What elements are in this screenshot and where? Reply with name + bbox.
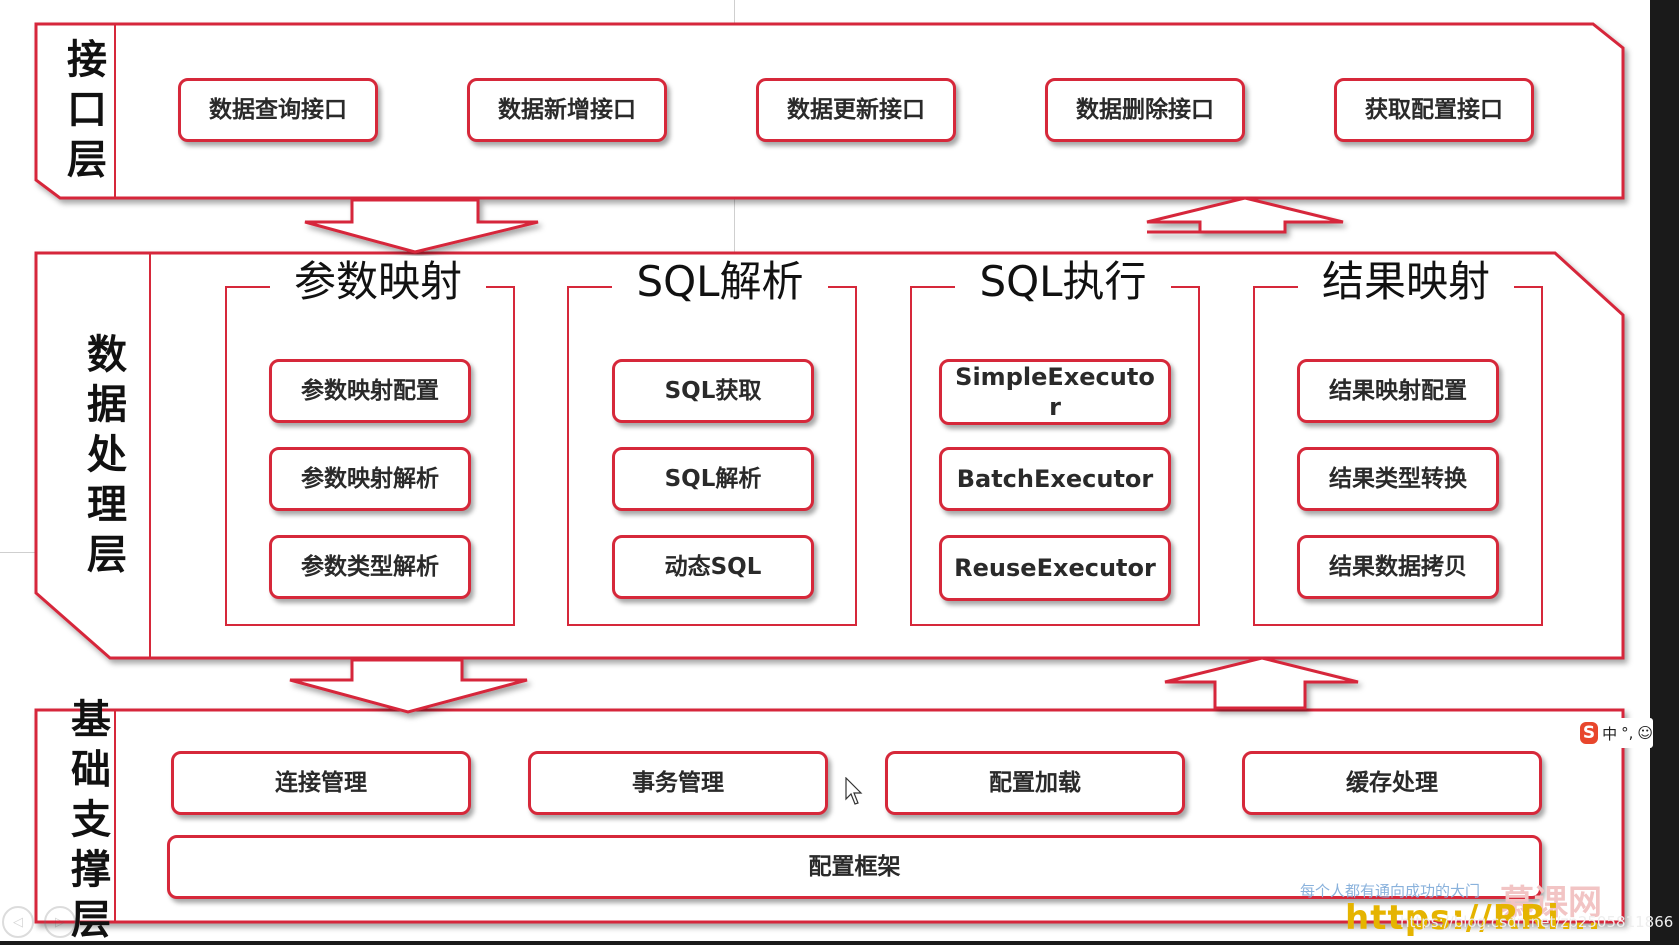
- ime-emoji-icon[interactable]: ☺: [1637, 724, 1653, 742]
- result-mapping-title: 结果映射: [1298, 256, 1514, 308]
- sql-parse[interactable]: SQL解析: [612, 447, 814, 511]
- result-mapping-config[interactable]: 结果映射配置: [1297, 359, 1499, 423]
- sogou-logo-icon[interactable]: S: [1580, 722, 1599, 744]
- result-data-copy[interactable]: 结果数据拷贝: [1297, 535, 1499, 599]
- param-mapping-title: 参数映射: [270, 256, 486, 308]
- connection-management[interactable]: 连接管理: [171, 751, 471, 815]
- transaction-management[interactable]: 事务管理: [528, 751, 828, 815]
- param-mapping-parse[interactable]: 参数映射解析: [269, 447, 471, 511]
- batch-executor[interactable]: BatchExecutor: [939, 447, 1171, 511]
- data-insert-interface[interactable]: 数据新增接口: [467, 78, 667, 142]
- watermark-slogan: 每个人都有通向成功的大门: [1300, 882, 1481, 900]
- sql-execute-title: SQL执行: [955, 256, 1171, 308]
- get-config-interface[interactable]: 获取配置接口: [1334, 78, 1534, 142]
- config-framework[interactable]: 配置框架: [167, 835, 1542, 899]
- data-query-interface[interactable]: 数据查询接口: [178, 78, 378, 142]
- arrow-down-1: [304, 198, 539, 254]
- data-update-interface[interactable]: 数据更新接口: [756, 78, 956, 142]
- processing-layer-label: 数据处理层: [87, 332, 127, 578]
- ime-toolbar[interactable]: S 中 °, ☺: [1577, 718, 1653, 748]
- ime-punct-toggle[interactable]: °,: [1621, 724, 1634, 742]
- watermark-url: https://RRi...: [1345, 898, 1602, 938]
- param-mapping-config[interactable]: 参数映射配置: [269, 359, 471, 423]
- previous-icon[interactable]: ◁: [2, 906, 34, 938]
- simple-executor[interactable]: SimpleExecutor: [939, 359, 1171, 425]
- config-loading[interactable]: 配置加载: [885, 751, 1185, 815]
- next-icon[interactable]: ▷: [44, 906, 76, 938]
- sql-fetch[interactable]: SQL获取: [612, 359, 814, 423]
- playback-controls[interactable]: ◁ ▷: [2, 906, 76, 938]
- result-type-convert[interactable]: 结果类型转换: [1297, 447, 1499, 511]
- watermark-brand: 慕课网: [1500, 883, 1602, 923]
- arrow-down-2: [289, 658, 528, 714]
- dynamic-sql[interactable]: 动态SQL: [612, 535, 814, 599]
- cache-handling[interactable]: 缓存处理: [1242, 751, 1542, 815]
- interface-layer-label: 接口层: [67, 37, 107, 183]
- sql-parse-title: SQL解析: [612, 256, 828, 308]
- arrow-up-1: [1146, 196, 1344, 234]
- data-delete-interface[interactable]: 数据删除接口: [1045, 78, 1245, 142]
- ime-lang-toggle[interactable]: 中: [1602, 724, 1618, 743]
- arrow-up-2: [1164, 656, 1359, 710]
- reuse-executor[interactable]: ReuseExecutor: [939, 535, 1171, 601]
- watermark-blog: https://blog.csdn.net/zp2505811866: [1400, 913, 1674, 931]
- support-layer-label: 基础支撑层: [71, 697, 111, 943]
- param-type-parse[interactable]: 参数类型解析: [269, 535, 471, 599]
- cursor-icon: [845, 777, 863, 805]
